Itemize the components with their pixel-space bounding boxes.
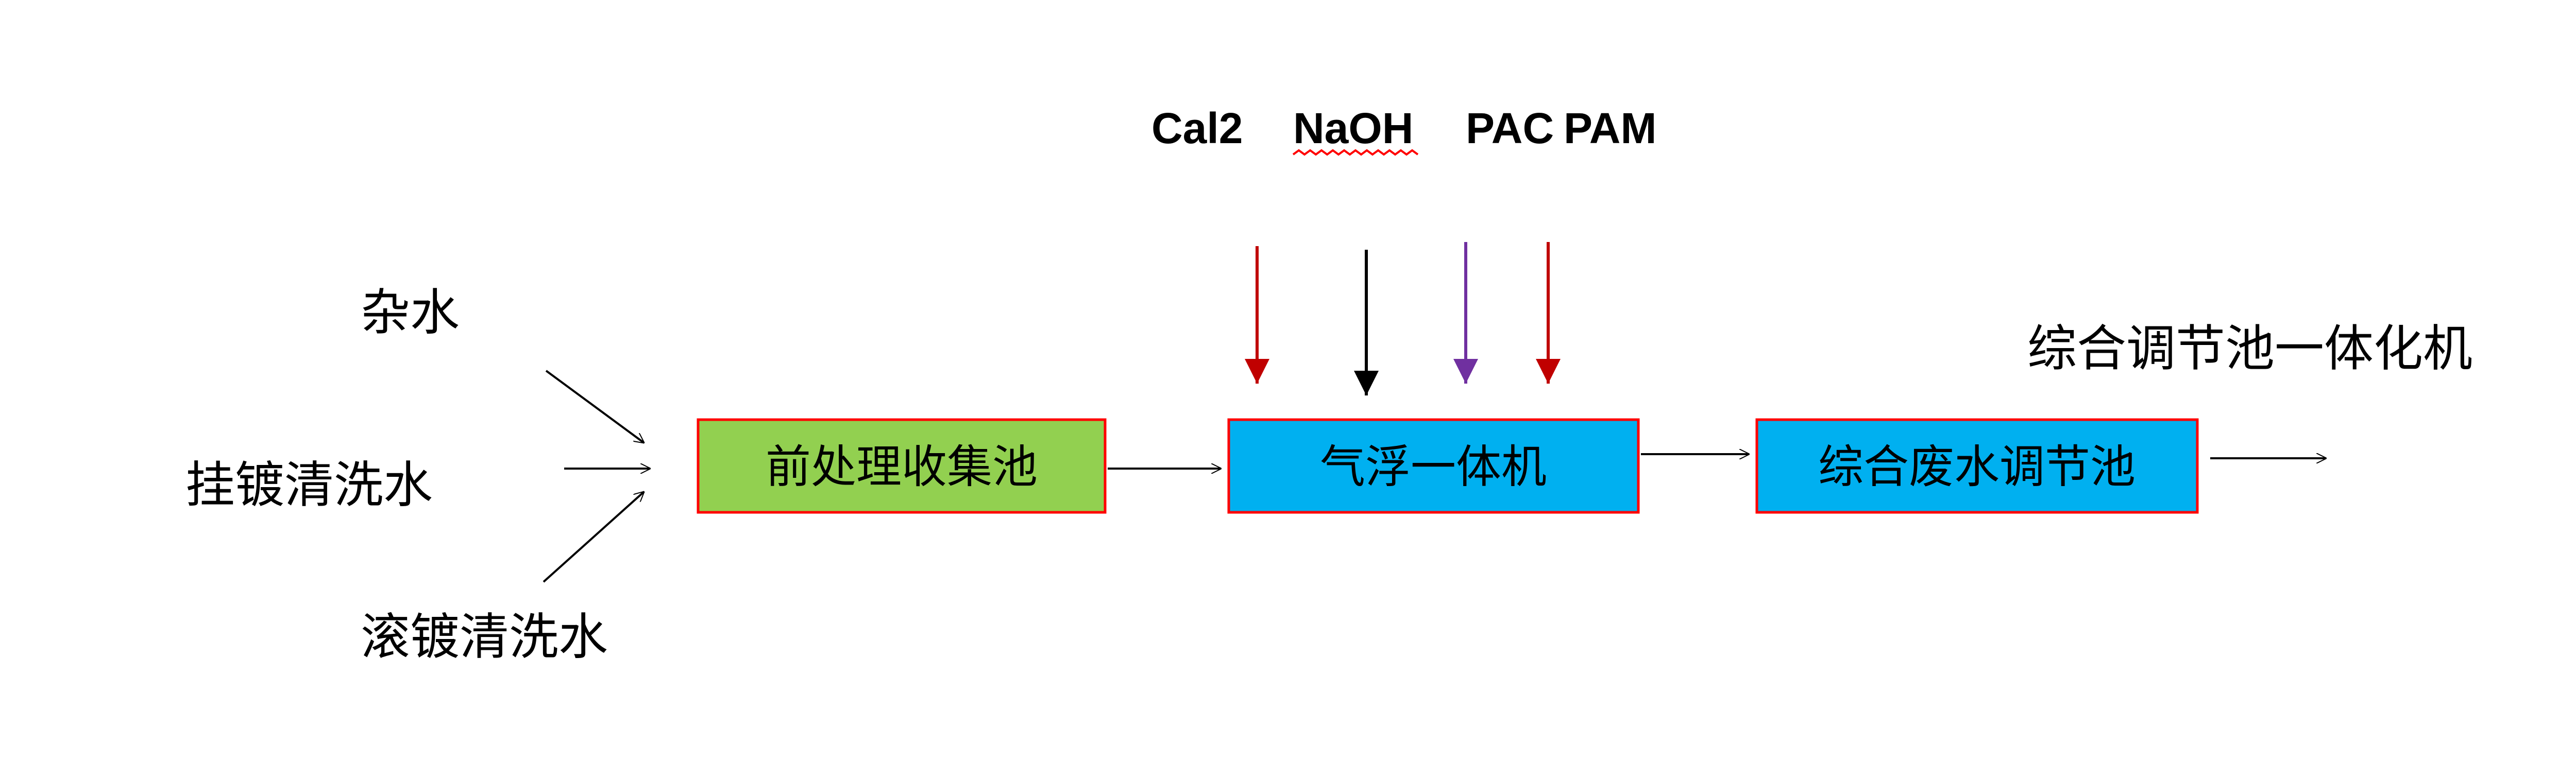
input-arrow-barrel-rinse [543, 492, 644, 583]
output-label: 综合调节池一体化机 [2027, 320, 2472, 377]
chem-label-cal2: Cal2 [1151, 104, 1243, 152]
pretreat-collection-tank [697, 418, 1107, 514]
wastewater-equalization-tank-label: 综合废水调节池 [1818, 440, 2136, 493]
pretreat-collection-tank-label: 前处理收集池 [766, 440, 1038, 493]
input-label-barrel-rinse: 滚镀清洗水 [361, 608, 608, 666]
spellcheck-squiggle [1292, 149, 1419, 156]
chem-label-naoh: NaOH [1293, 104, 1413, 152]
input-label-misc-water: 杂水 [361, 284, 460, 341]
air-flotation-unit-label: 气浮一体机 [1320, 440, 1547, 493]
input-arrow-misc-water [545, 370, 644, 443]
input-label-rack-rinse: 挂镀清洗水 [185, 456, 433, 514]
chem-label-pac: PAC [1466, 104, 1554, 152]
wastewater-equalization-tank [1755, 418, 2199, 514]
air-flotation-unit [1227, 418, 1640, 514]
chem-label-pam: PAM [1564, 104, 1656, 152]
